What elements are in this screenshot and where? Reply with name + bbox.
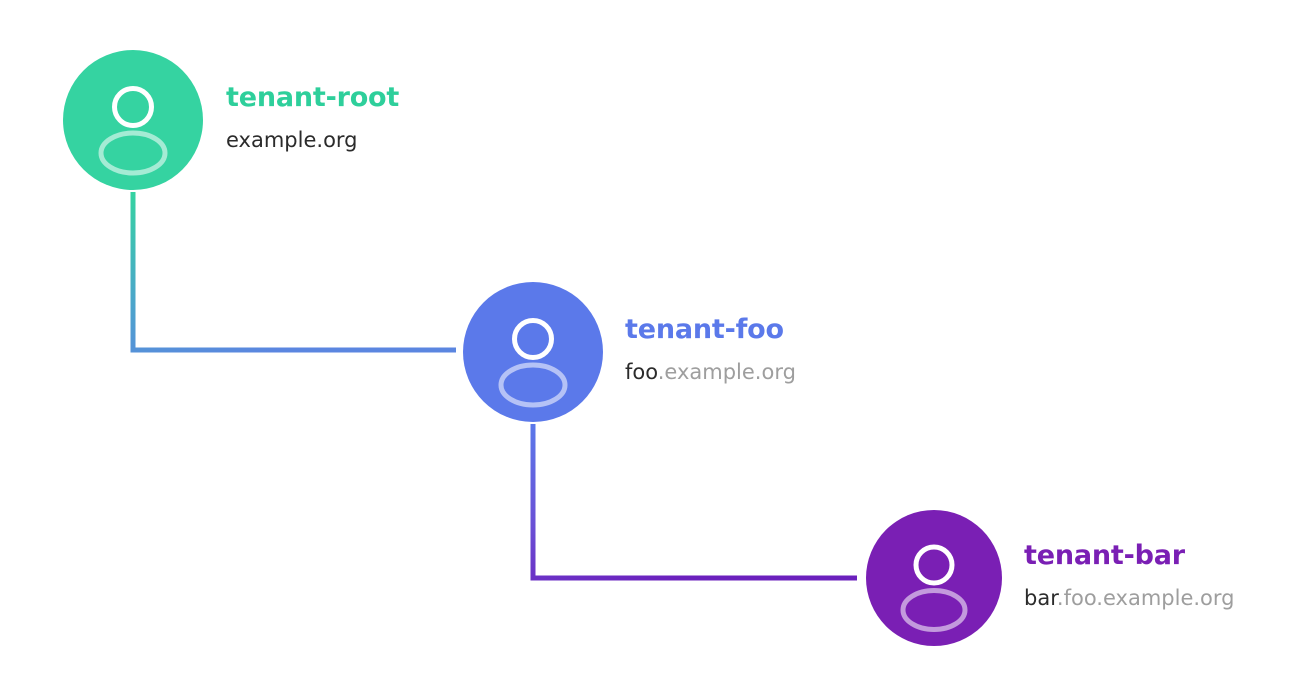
node-tenant-bar[interactable]: tenant-bar bar.foo.example.org	[866, 510, 1234, 646]
person-avatar-icon	[900, 544, 968, 632]
node-tenant-foo[interactable]: tenant-foo foo.example.org	[463, 282, 796, 422]
node-domain-prefix-tenant-bar: bar	[1024, 586, 1057, 611]
node-tenant-bar-text: tenant-bar bar.foo.example.org	[1024, 540, 1234, 611]
node-tenant-root[interactable]: tenant-root example.org	[63, 50, 399, 190]
avatar-tenant-bar[interactable]	[866, 510, 1002, 646]
avatar-tenant-root[interactable]	[63, 50, 203, 190]
node-domain-prefix-tenant-foo: foo	[625, 360, 658, 385]
node-title-tenant-root: tenant-root	[226, 82, 400, 114]
node-title-tenant-bar: tenant-bar	[1024, 540, 1185, 572]
node-tenant-root-text: tenant-root example.org	[226, 82, 399, 153]
person-avatar-icon	[498, 318, 568, 408]
node-domain-tenant-bar: bar.foo.example.org	[1024, 586, 1234, 611]
edge-foo-to-bar	[530, 424, 857, 581]
node-domain-tenant-root-value: example.org	[226, 128, 358, 153]
node-domain-suffix-tenant-foo: .example.org	[657, 360, 796, 385]
node-title-tenant-foo: tenant-foo	[625, 314, 784, 346]
node-tenant-foo-text: tenant-foo foo.example.org	[625, 314, 796, 385]
node-domain-tenant-foo: foo.example.org	[625, 360, 796, 385]
edge-root-to-foo	[130, 192, 456, 353]
node-domain-suffix-tenant-bar: .foo.example.org	[1056, 586, 1235, 611]
avatar-tenant-foo[interactable]	[463, 282, 603, 422]
node-domain-tenant-root: example.org	[226, 128, 399, 153]
person-avatar-icon	[98, 86, 168, 176]
